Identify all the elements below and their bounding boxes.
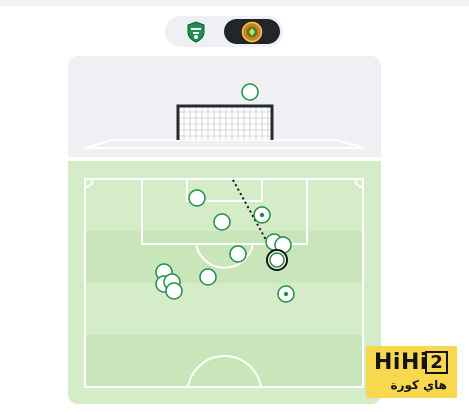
logo-digit: 2: [425, 351, 448, 374]
team-toggle[interactable]: [165, 16, 283, 47]
team-option-home[interactable]: [168, 19, 224, 44]
team-option-away[interactable]: [224, 19, 280, 44]
hihi2-logo: HiHi 2 هاي كورة: [366, 346, 457, 398]
orange-crest-icon: [241, 21, 263, 42]
shot-marker[interactable]: [241, 83, 259, 101]
shot-marker-on-target[interactable]: [277, 285, 295, 303]
shot-marker[interactable]: [213, 213, 231, 231]
shot-map-pitch: [68, 56, 381, 404]
logo-arabic-text: هاي كورة: [390, 378, 448, 392]
selected-shot-marker[interactable]: [266, 249, 288, 271]
shot-marker[interactable]: [188, 189, 206, 207]
shot-marker[interactable]: [199, 268, 217, 286]
logo-text: HiHi: [374, 350, 428, 375]
green-crest-icon: [187, 20, 205, 43]
goal-net: [176, 104, 274, 140]
shot-marker[interactable]: [165, 282, 183, 300]
goal-ground-lines: [84, 139, 365, 149]
shot-marker[interactable]: [229, 245, 247, 263]
top-bar: [0, 0, 469, 6]
goal-line: [68, 157, 381, 161]
pitch-stripe: [85, 231, 363, 283]
shot-marker-on-target[interactable]: [253, 206, 271, 224]
pitch-markings: [84, 178, 364, 388]
pitch-stripe: [85, 335, 363, 387]
